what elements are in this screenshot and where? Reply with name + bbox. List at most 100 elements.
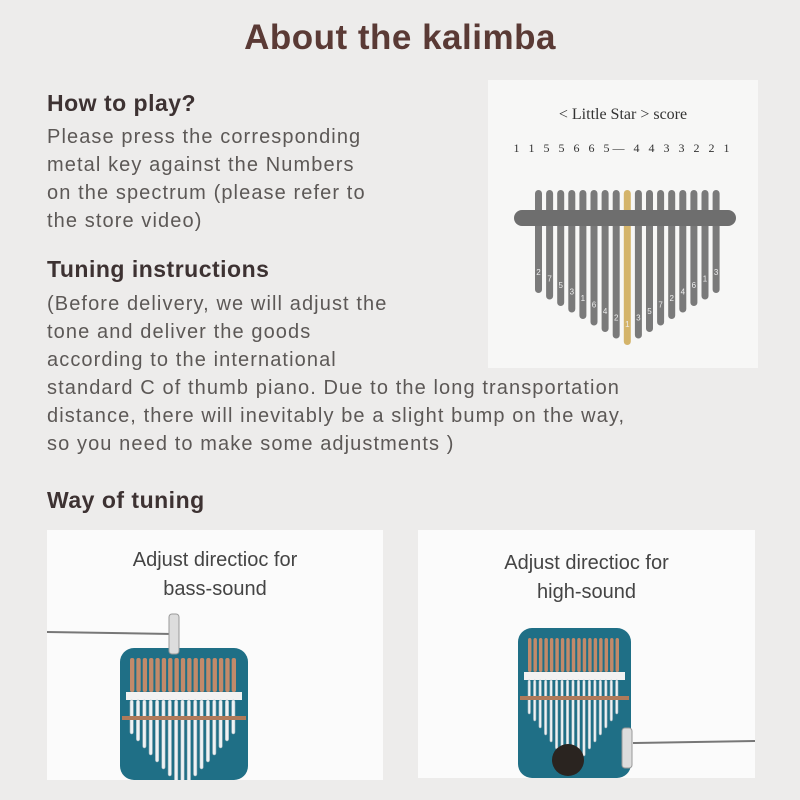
metal-key (212, 699, 217, 756)
key-label: 5 (558, 281, 563, 290)
metal-key (544, 679, 548, 736)
key-top (149, 658, 154, 692)
metal-key (205, 699, 210, 763)
metal-key (604, 679, 608, 729)
text-line: according to the international (47, 349, 337, 371)
key-top (193, 658, 198, 692)
key-top (130, 658, 135, 692)
text-line: so you need to make some adjustments ) (47, 433, 455, 455)
key-label: 7 (658, 301, 663, 310)
metal-key (148, 699, 153, 756)
how-to-play-heading: How to play? (47, 90, 197, 116)
high-tuning-panel: Adjust directioc for high-sound (418, 530, 755, 778)
metal-key (193, 699, 198, 777)
key-label: 1 (703, 275, 708, 284)
key-top (566, 638, 570, 672)
key-top (136, 658, 141, 692)
key-top (582, 638, 587, 672)
metal-key (155, 699, 160, 763)
deer-decoration (552, 744, 584, 776)
key-top (225, 658, 230, 692)
text-line: Please press the corresponding (47, 126, 362, 148)
kalimba-key (634, 190, 642, 339)
key-top (560, 638, 565, 672)
metal-key (533, 679, 537, 722)
metal-key (174, 699, 179, 780)
key-top (199, 658, 205, 692)
page-title: About the kalimba (244, 18, 556, 57)
caption-line: bass-sound (163, 578, 267, 600)
kalimba-bass-image (47, 613, 248, 780)
key-top (180, 658, 186, 692)
key-top (231, 658, 236, 692)
key-top (212, 658, 217, 692)
text-line: standard C of thumb piano. Due to the lo… (47, 377, 621, 399)
key-label: 6 (592, 301, 597, 310)
tuning-hammer-icon (621, 727, 633, 769)
text-line: tone and deliver the goods (47, 321, 312, 343)
key-top (218, 658, 224, 692)
metal-key (218, 699, 223, 749)
key-top (599, 638, 603, 672)
key-top (174, 658, 179, 692)
kalimba-key (623, 190, 631, 345)
bass-tuning-caption: Adjust directioc for bass-sound (47, 546, 383, 604)
key-label: 2 (614, 314, 619, 323)
key-label: 5 (647, 307, 652, 316)
kalimba-key (612, 190, 620, 339)
tuning-hammer-handle (632, 740, 755, 744)
key-label: 4 (603, 307, 608, 316)
key-label: 4 (681, 288, 686, 297)
metal-key (224, 699, 229, 742)
way-of-tuning-heading: Way of tuning (47, 487, 205, 513)
text-line: the store video) (47, 210, 203, 232)
metal-key (538, 679, 542, 729)
key-label: 3 (570, 288, 575, 297)
metal-key (142, 699, 147, 749)
text-line: metal key against the Numbers (47, 154, 355, 176)
metal-key (186, 699, 191, 780)
key-top (206, 658, 211, 692)
metal-key (199, 699, 204, 770)
high-tuning-caption: Adjust directioc for high-sound (418, 549, 755, 607)
metal-key (180, 699, 185, 780)
key-top (571, 638, 576, 672)
key-label: 1 (581, 294, 586, 303)
key-top (593, 638, 598, 672)
kalimba-high-image (518, 628, 755, 778)
key-top (538, 638, 543, 672)
key-label: 2 (536, 268, 541, 277)
rear-bar (520, 696, 629, 700)
key-label: 3 (714, 268, 719, 277)
metal-key (593, 679, 597, 743)
metal-key (598, 679, 602, 736)
key-top (604, 638, 609, 672)
key-top (588, 638, 592, 672)
key-bridge (514, 210, 736, 226)
tuning-hammer-handle (47, 631, 173, 635)
key-top (577, 638, 581, 672)
key-top (533, 638, 537, 672)
key-label: 6 (692, 281, 697, 290)
text-line: on the spectrum (please refer to (47, 182, 366, 204)
tuning-hammer-icon (168, 613, 180, 655)
bass-tuning-panel: Adjust directioc for bass-sound (47, 530, 383, 780)
key-top (528, 638, 532, 672)
metal-key (560, 679, 564, 757)
tuning-instructions-text: (Before delivery, we will adjust the ton… (47, 290, 625, 458)
caption-line: high-sound (537, 581, 636, 603)
metal-key (161, 699, 166, 770)
tuning-instructions-heading: Tuning instructions (47, 256, 270, 282)
key-bridge (126, 692, 242, 700)
key-bridge (524, 672, 625, 680)
caption-line: Adjust directioc for (132, 549, 298, 571)
key-label: 7 (547, 275, 552, 284)
score-notes: 1 1 5 5 6 6 5— 4 4 3 3 2 2 1 (513, 141, 733, 155)
metal-key (555, 679, 559, 750)
rear-bar (122, 716, 246, 720)
caption-line: Adjust directioc for (504, 552, 669, 574)
key-top (544, 638, 548, 672)
metal-key (167, 699, 172, 777)
score-diagram: < Little Star > score 1 1 5 5 6 6 5— 4 4… (488, 80, 758, 368)
